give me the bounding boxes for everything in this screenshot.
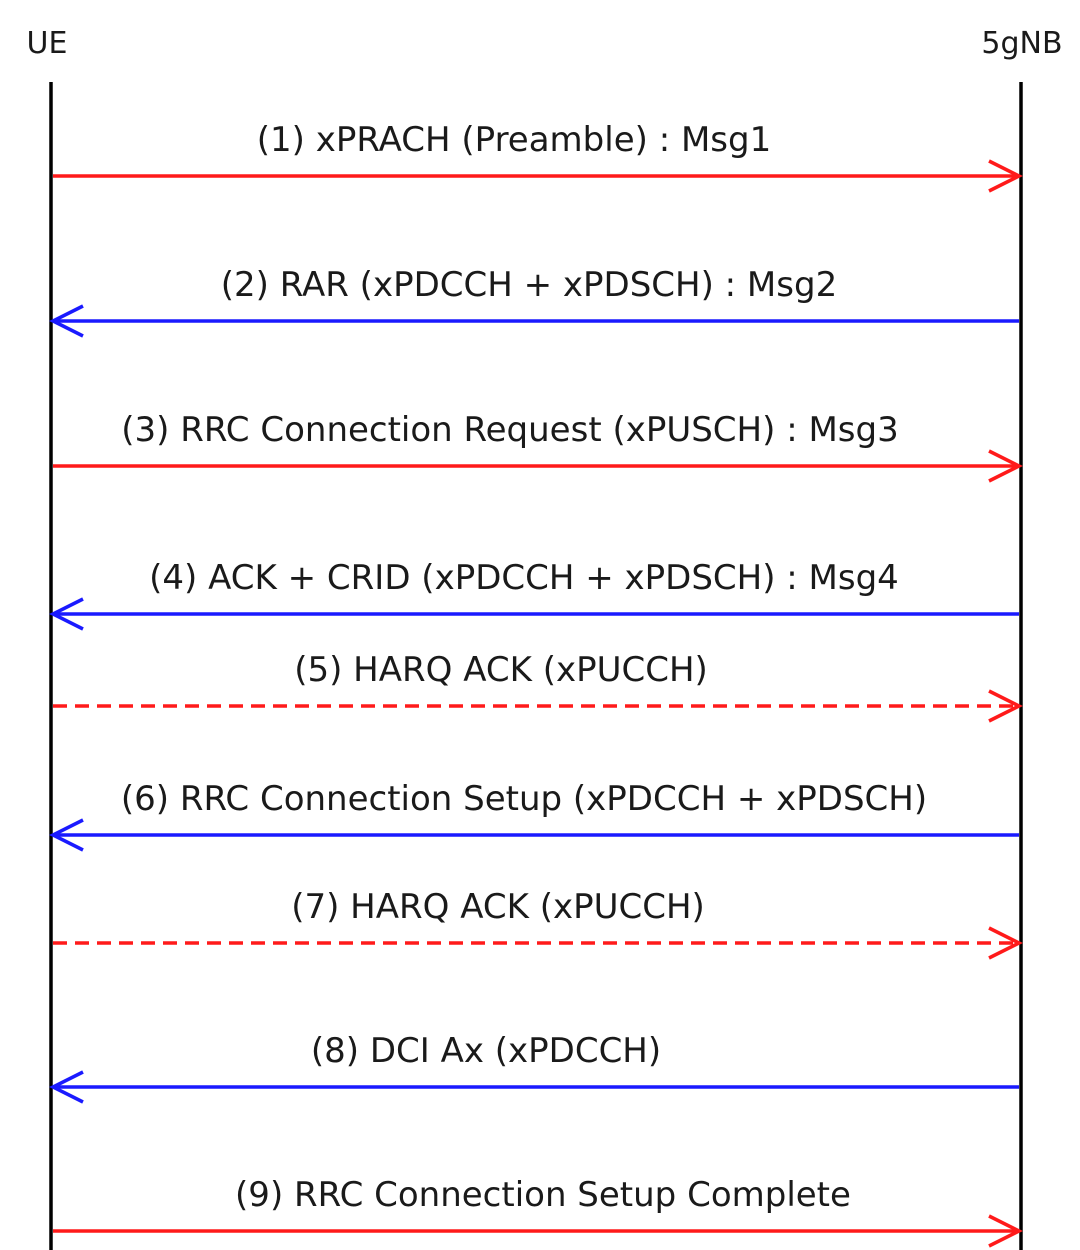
- gnb-label: 5gNB: [981, 26, 1062, 61]
- message-list: (1) xPRACH (Preamble) : Msg1 (2) RAR (xPD…: [49, 120, 1023, 1248]
- message-label: (3) RRC Connection Request (xPUSCH) : Ms…: [121, 410, 898, 450]
- message-6: (6) RRC Connection Setup (xPDCCH + xPDSC…: [49, 779, 1019, 852]
- message-label: (6) RRC Connection Setup (xPDCCH + xPDSC…: [121, 779, 927, 819]
- message-arrowhead: [988, 689, 1023, 723]
- message-1: (1) xPRACH (Preamble) : Msg1: [53, 120, 1023, 193]
- message-label: (2) RAR (xPDCCH + xPDSCH) : Msg2: [221, 265, 837, 305]
- message-5: (5) HARQ ACK (xPUCCH): [53, 650, 1023, 723]
- message-arrowhead: [49, 818, 84, 852]
- message-arrowhead: [988, 1214, 1023, 1248]
- message-4: (4) ACK + CRID (xPDCCH + xPDSCH) : Msg4: [49, 558, 1019, 631]
- message-arrowhead: [49, 304, 84, 338]
- message-8: (8) DCI Ax (xPDCCH): [49, 1031, 1019, 1104]
- message-arrowhead: [988, 449, 1023, 483]
- message-label: (5) HARQ ACK (xPUCCH): [294, 650, 708, 690]
- message-9: (9) RRC Connection Setup Complete: [53, 1175, 1023, 1248]
- message-2: (2) RAR (xPDCCH + xPDSCH) : Msg2: [49, 265, 1019, 338]
- message-label: (4) ACK + CRID (xPDCCH + xPDSCH) : Msg4: [149, 558, 899, 598]
- message-label: (9) RRC Connection Setup Complete: [235, 1175, 851, 1215]
- message-label: (7) HARQ ACK (xPUCCH): [291, 887, 705, 927]
- message-arrowhead: [988, 159, 1023, 193]
- message-arrowhead: [988, 926, 1023, 960]
- message-7: (7) HARQ ACK (xPUCCH): [53, 887, 1023, 960]
- message-3: (3) RRC Connection Request (xPUSCH) : Ms…: [53, 410, 1023, 483]
- message-label: (1) xPRACH (Preamble) : Msg1: [257, 120, 771, 160]
- ue-label: UE: [27, 26, 68, 61]
- message-arrowhead: [49, 597, 84, 631]
- message-arrowhead: [49, 1070, 84, 1104]
- message-label: (8) DCI Ax (xPDCCH): [311, 1031, 661, 1071]
